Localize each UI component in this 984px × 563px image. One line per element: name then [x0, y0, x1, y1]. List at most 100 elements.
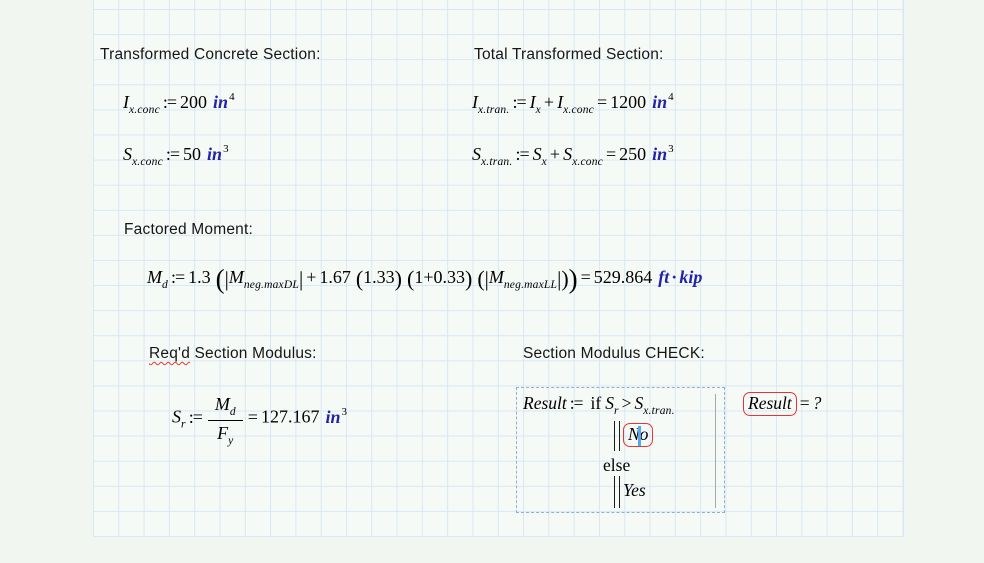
program-branch-bars-icon	[614, 476, 620, 508]
math-token: S	[634, 393, 644, 413]
math-token: 200	[180, 92, 208, 112]
unit-token: in	[213, 92, 229, 112]
math-token: 1200	[610, 92, 647, 112]
math-token: 3	[223, 143, 229, 155]
math-token: 50	[183, 144, 202, 164]
abs-bar: |	[557, 267, 562, 291]
greater-than-operator: >	[621, 393, 632, 413]
heading-label: Section Modulus:	[190, 345, 317, 362]
math-token: x.tran.	[481, 156, 513, 168]
worksheet-page[interactable]	[93, 0, 904, 537]
assign-operator: :=	[188, 406, 203, 427]
math-token: y	[228, 435, 234, 447]
else-value: Yes	[623, 480, 646, 501]
program-right-bracket	[715, 394, 716, 508]
error-box-no[interactable]: No	[623, 423, 654, 448]
math-token: x.conc	[132, 156, 163, 168]
equals-operator: =	[580, 267, 591, 287]
unit-token: in	[652, 144, 668, 164]
math-token: neg.maxLL	[503, 279, 558, 291]
misspelled-word: Req'd	[149, 345, 191, 362]
math-token: I	[472, 92, 478, 112]
heading-label: Factored Moment:	[124, 221, 253, 238]
math-token: S	[563, 144, 573, 164]
unit-token: kip	[679, 267, 703, 287]
math-token: M	[214, 394, 230, 414]
math-token: I	[557, 92, 564, 112]
fraction-denominator: Fy	[208, 421, 243, 447]
paren-close: )	[568, 264, 578, 294]
math-token: F	[217, 423, 229, 443]
plus-operator: +	[306, 267, 317, 287]
else-keyword: else	[603, 455, 631, 475]
math-token: x	[541, 156, 547, 168]
unit-token: in	[652, 92, 668, 112]
assign-operator: :=	[515, 144, 529, 164]
math-token: S	[532, 144, 542, 164]
abs-bar: |	[298, 267, 304, 291]
math-token: S	[172, 406, 181, 427]
math-token: S	[472, 144, 481, 164]
unit-token: in	[325, 406, 341, 427]
math-token: x.conc	[563, 104, 594, 116]
paren-open: (	[215, 264, 225, 294]
heading-label: Section Modulus CHECK:	[523, 345, 705, 362]
plus-operator: +	[549, 144, 561, 164]
assign-operator: :=	[170, 267, 185, 287]
math-region-result-query[interactable]: Result =?	[743, 392, 821, 416]
equals-operator: =	[596, 92, 608, 112]
math-token: 3	[341, 405, 347, 418]
text-region-total-transformed[interactable]: Total Transformed Section:	[474, 46, 664, 64]
math-token: neg.maxDL	[243, 279, 299, 291]
math-token: x.tran.	[478, 104, 510, 116]
program-branch-bars-icon	[614, 421, 620, 451]
unit-token: ft	[658, 267, 670, 287]
math-token: 3	[668, 143, 674, 155]
math-region-factored-moment[interactable]: Md:=1.3(|Mneg.maxDL|+1.67(1.33)(1+0.33)(…	[147, 266, 702, 293]
math-token: I	[529, 92, 536, 112]
math-token: 1.33	[363, 267, 395, 287]
query-placeholder: ?	[812, 393, 822, 413]
unit-dot: ·	[671, 267, 678, 287]
text-region-factored-moment[interactable]: Factored Moment:	[124, 221, 253, 239]
math-token: Result	[523, 393, 567, 413]
math-token: 127.167	[260, 406, 320, 427]
math-token: 1+0.33	[414, 267, 465, 287]
equals-operator: =	[247, 406, 258, 427]
program-else-line: else	[603, 455, 630, 476]
text-region-reqd-section-modulus[interactable]: Req'd Section Modulus:	[149, 345, 317, 363]
math-token: r	[181, 418, 186, 431]
math-token: 250	[619, 144, 647, 164]
plus-operator: +	[543, 92, 555, 112]
math-token: 4	[668, 91, 674, 103]
math-token: S	[605, 393, 614, 413]
math-token: x.conc	[572, 156, 603, 168]
if-keyword: if	[590, 393, 602, 413]
abs-bar: |	[484, 267, 489, 291]
program-else-value-line: Yes	[614, 476, 646, 508]
assign-operator: :=	[569, 393, 584, 413]
text-region-section-modulus-check[interactable]: Section Modulus CHECK:	[523, 345, 705, 363]
math-token: S	[123, 144, 132, 164]
math-token: x.conc	[129, 104, 160, 116]
paren-open: (	[477, 266, 485, 291]
paren-open: (	[407, 266, 415, 291]
math-token: I	[123, 92, 129, 112]
math-token: d	[229, 406, 236, 418]
math-token: d	[162, 279, 168, 291]
math-token: x.tran.	[643, 405, 675, 417]
text-region-transformed-concrete[interactable]: Transformed Concrete Section:	[100, 46, 321, 64]
program-then-line: No	[614, 421, 654, 451]
equals-operator: =	[799, 393, 810, 413]
math-token: Result	[748, 393, 792, 413]
error-box-result[interactable]: Result	[743, 392, 797, 416]
math-token: 1.3	[188, 267, 211, 287]
